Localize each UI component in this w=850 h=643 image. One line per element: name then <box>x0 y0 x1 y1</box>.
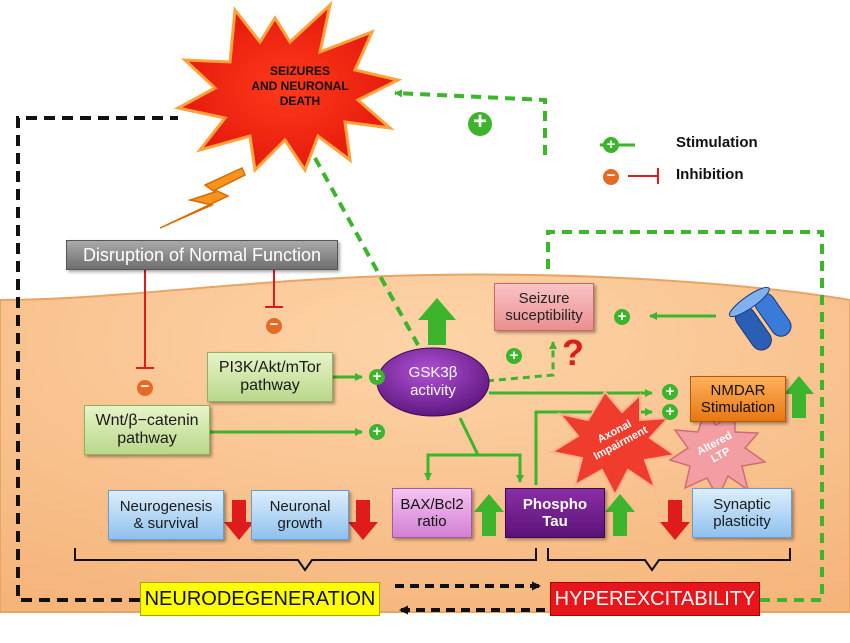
nmdar-channel-icon <box>728 286 792 351</box>
bax-bcl2-ratio-box: BAX/Bcl2 ratio <box>392 488 472 538</box>
phospho-tau-box: Phospho Tau <box>505 488 605 538</box>
plus-symbol-nmdar-seizure: + <box>617 308 627 325</box>
wnt-catenin-box: Wnt/β−catenin pathway <box>84 405 210 455</box>
neurodegeneration-bracket <box>74 548 537 572</box>
neuronal-growth-box: Neuronal growth <box>251 490 349 540</box>
axonal-impairment-burst <box>549 390 678 498</box>
change-arrows <box>224 376 814 540</box>
stimulation-loop-line <box>546 230 824 602</box>
hyperexcitability-label: HYPEREXCITABILITY <box>550 582 760 616</box>
hyperexcitability-bracket <box>547 548 791 572</box>
legend-inhibition-label: Inhibition <box>676 166 744 183</box>
minus-symbol-pi3k: − <box>269 316 279 333</box>
disruption-box: Disruption of Normal Function <box>66 240 338 270</box>
lightning-icon <box>159 166 246 229</box>
stimulation-top-line <box>394 89 547 155</box>
gsk-to-seizures-line <box>313 157 420 346</box>
neurodegeneration-loop-line <box>16 116 178 602</box>
plus-symbol-nmdar-2: + <box>665 403 675 420</box>
seizures-burst <box>173 0 403 174</box>
plus-symbol-nmdar-1: + <box>665 383 675 400</box>
plus-symbol-large: + <box>472 108 487 135</box>
pi3k-akt-mtor-box: PI3K/Akt/mTor pathway <box>207 352 333 402</box>
plus-symbol-wnt: + <box>372 423 382 440</box>
legend-minus-symbol: − <box>606 167 616 184</box>
gsk-increase-arrow <box>418 298 456 345</box>
synaptic-plasticity-box: Synaptic plasticity <box>692 488 792 538</box>
gsk-to-question-line <box>474 341 557 384</box>
neurogenesis-survival-box: Neurogenesis & survival <box>108 490 224 540</box>
legend-plus-symbol: + <box>606 136 616 153</box>
plus-symbol-gsk-seizure: + <box>509 347 519 364</box>
nmdar-stimulation-box: NMDAR Stimulation <box>690 376 786 422</box>
symbol-circles <box>137 112 678 440</box>
question-mark: ? <box>562 332 584 373</box>
plus-symbol-pi3k: + <box>372 368 382 385</box>
seizures-title: SEIZURES AND NEURONAL DEATH <box>251 64 349 108</box>
seizure-susceptibility-box: Seizure suceptibility <box>494 283 594 331</box>
legend-stimulation-label: Stimulation <box>676 134 758 151</box>
altered-ltp-burst <box>668 408 767 500</box>
gsk3b-activity-label: GSK3β activity <box>408 364 458 399</box>
neurodegeneration-label: NEURODEGENERATION <box>140 582 380 616</box>
minus-symbol-wnt: − <box>140 378 150 395</box>
